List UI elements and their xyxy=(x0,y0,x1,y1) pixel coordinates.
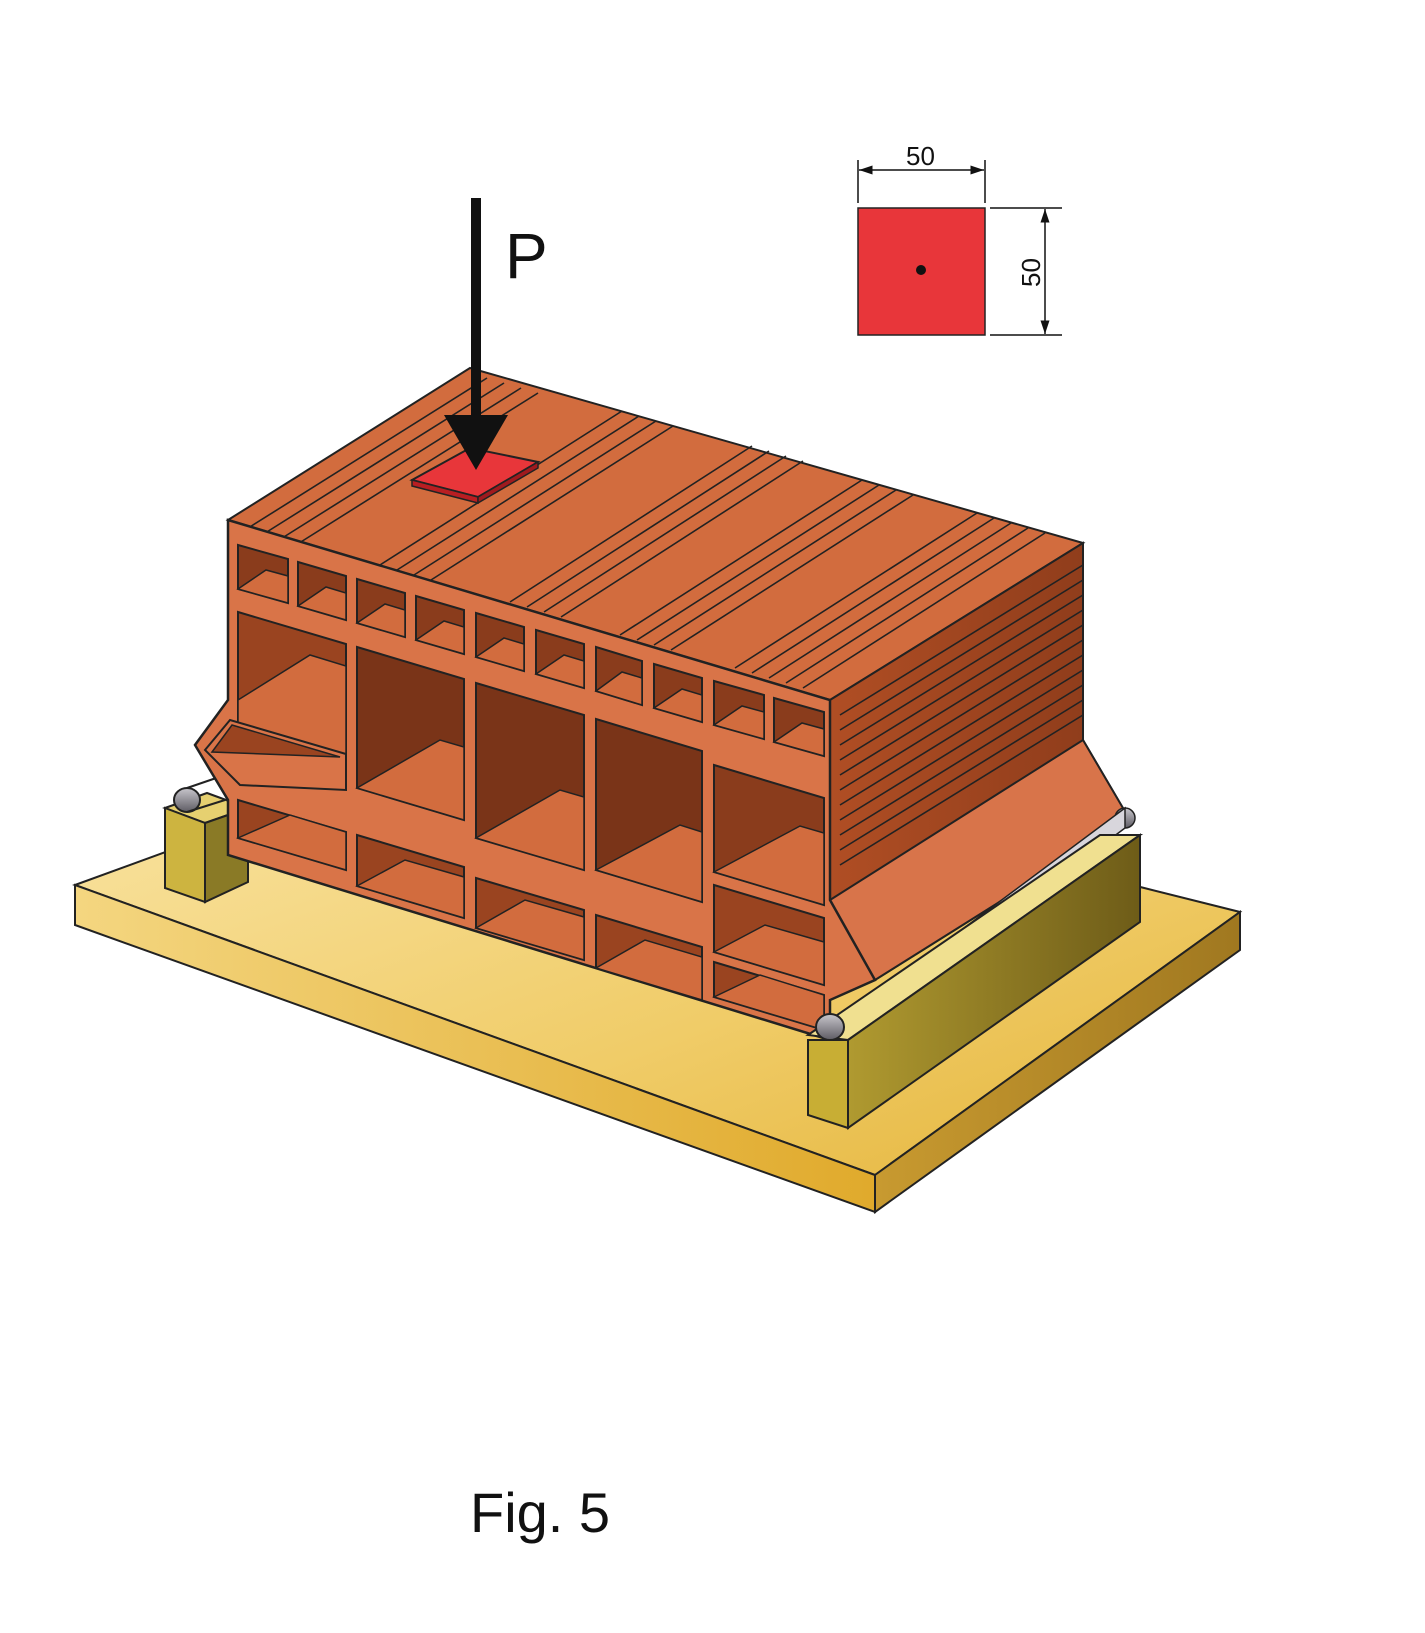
figure-caption: Fig. 5 xyxy=(470,1481,611,1544)
load-plate xyxy=(409,446,541,505)
brick-side-grooves xyxy=(839,564,1084,866)
hollow-brick xyxy=(193,366,1132,1042)
plate-center-dot xyxy=(916,265,926,275)
base-plate-side xyxy=(874,910,1241,1214)
width-dimension-label: 50 xyxy=(906,141,935,171)
right-roller xyxy=(815,1013,845,1041)
load-label: P xyxy=(505,220,548,292)
height-dimension-label: 50 xyxy=(1016,258,1046,287)
right-support xyxy=(805,806,1144,1130)
plate-detail: 50 50 xyxy=(857,141,1062,336)
down-arrow-icon xyxy=(444,198,508,470)
